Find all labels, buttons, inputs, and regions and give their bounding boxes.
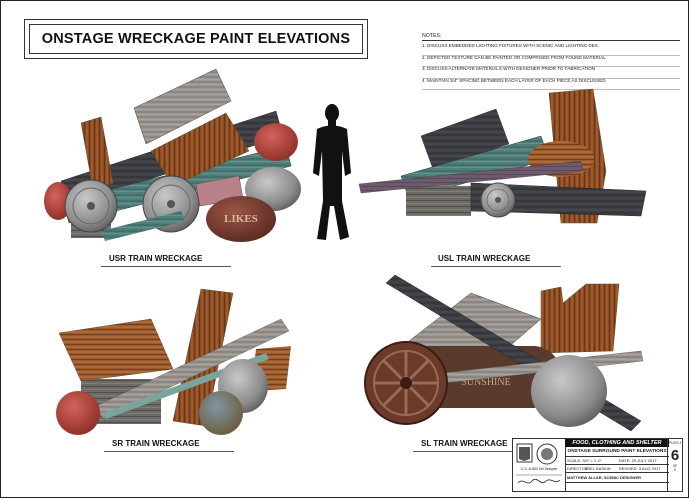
tb-designer: MATTHEW ALLAR, SCENIC DESIGNER <box>567 475 641 480</box>
tb-of-label: OF <box>672 464 678 468</box>
sr-red-disc <box>56 391 100 435</box>
usr-plank <box>80 116 114 190</box>
usl-long-plank <box>358 160 584 194</box>
caption-usl: USL TRAIN WRECKAGE <box>438 254 531 263</box>
tb-revised: REVISED: 3 AUG 2017 <box>619 466 661 471</box>
notes-block: NOTES: 1. DISCUSS EMBEDDED LIGHTING FIXT… <box>422 33 680 91</box>
tb-total-sheets: 9 <box>674 468 676 472</box>
tb-project-title: FOOD, CLOTHING AND SHELTER <box>565 439 669 447</box>
usr-red-disc <box>254 123 298 161</box>
sl-cylinder-text: SUNSHINE <box>461 377 510 388</box>
sr-rust-panel <box>58 318 174 382</box>
usr-plank <box>101 211 185 241</box>
usr-plank <box>150 112 250 187</box>
note-item: 3. DISCUSS ALTERNATE MATERIALS WITH DESI… <box>422 67 680 79</box>
caption-usr: USR TRAIN WRECKAGE <box>109 254 203 263</box>
usl-wreckage-group <box>358 88 647 224</box>
tb-date: DATE: 25 JULY 2017 <box>619 458 657 463</box>
tb-drawing-title: ONSTAGE SURROUND PAINT ELEVATIONS <box>565 447 669 457</box>
tb-plate-label: PLATE # <box>668 441 682 445</box>
sl-rust-panel <box>540 283 620 354</box>
notes-heading: NOTES: <box>422 33 442 39</box>
caption-sr: SR TRAIN WRECKAGE <box>112 439 200 448</box>
sheet-title: ONSTAGE WRECKAGE PAINT ELEVATIONS <box>41 31 351 47</box>
tb-sheet-num: 6 <box>670 447 680 464</box>
person-silhouette <box>313 104 351 240</box>
sl-grey-disc <box>531 355 607 427</box>
tb-scale: SCALE: 3/4" = 1'-0" <box>567 458 602 463</box>
tb-sheet-number: PLATE # 6 OF 9 <box>667 439 682 491</box>
sr-long-plank <box>95 318 290 420</box>
note-item: 2. DEPICTED TEXTURE CAN BE PAINTED OR CO… <box>422 56 680 68</box>
note-item: 4. MAINTAIN 3/4" SPACING BETWEEN EACH LA… <box>422 79 680 91</box>
usr-wreckage-group: LIKES <box>44 68 301 242</box>
caption-sl: SL TRAIN WRECKAGE <box>421 439 508 448</box>
usl-plank <box>470 182 647 217</box>
tb-director-label: DIRECTOR <box>567 466 588 471</box>
usr-plank <box>133 68 232 145</box>
title-block: S. D. #U829 Set Designer FOOD, CLOTHING … <box>512 438 683 492</box>
usr-sign-disc <box>206 196 276 242</box>
sr-wreckage-group <box>56 288 291 435</box>
title-box: ONSTAGE WRECKAGE PAINT ELEVATIONS <box>24 19 368 59</box>
tb-director: JOEL BASKIN <box>585 466 611 471</box>
usr-sign-text: LIKES <box>224 213 258 225</box>
sr-blue-disc <box>199 391 243 435</box>
note-item: 1. DISCUSS EMBEDDED LIGHTING FIXTURES WI… <box>422 44 680 56</box>
usl-plank <box>420 108 510 170</box>
union-seal-icon: S. D. #U829 Set Designer <box>516 443 562 484</box>
union-logo: S. D. #U829 Set Designer <box>513 439 566 491</box>
tb-credits: S. D. #U829 Set Designer <box>521 467 559 471</box>
sl-wreckage-group: SUNSHINE <box>364 274 644 432</box>
usl-plank <box>406 186 471 216</box>
